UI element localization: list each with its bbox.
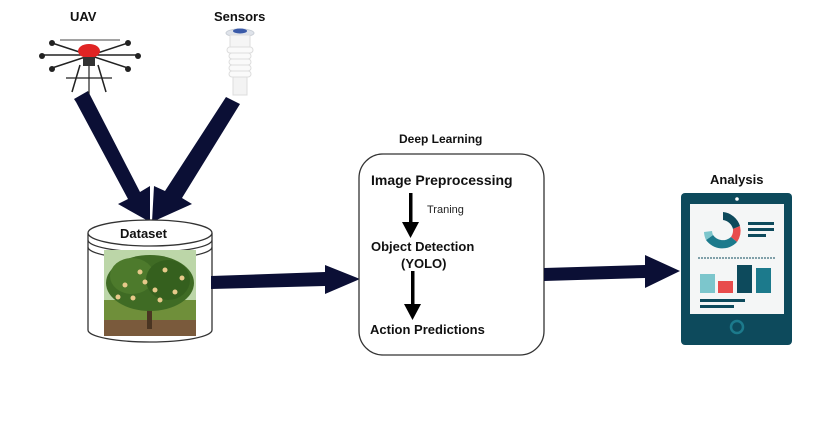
dataset-label: Dataset [120,226,167,241]
step-yolo: (YOLO) [401,256,447,271]
step-action-predictions: Action Predictions [370,322,485,337]
arrow-detection-to-prediction [404,271,421,320]
tree-photo [104,250,196,336]
arrow-uav-to-dataset [74,91,150,222]
arrow-dataset-to-deep-learning [211,265,360,294]
uav-drone-image [39,39,141,94]
uav-label: UAV [70,9,97,24]
home-button-icon [729,319,745,335]
analysis-label: Analysis [710,172,764,187]
sensor-device-image [225,28,255,96]
deep-learning-title: Deep Learning [399,132,483,146]
donut-chart-icon [704,212,741,249]
arrow-sensors-to-dataset [152,97,240,222]
tablet-illustration [681,193,792,345]
bar-chart-icon [700,265,771,293]
training-edge-label: Traning [427,204,464,216]
step-object-detection: Object Detection [371,239,475,254]
arrow-preprocessing-to-detection [402,193,419,238]
arrow-deep-learning-to-analysis [544,255,680,288]
sensors-label: Sensors [214,9,266,24]
step-image-preprocessing: Image Preprocessing [371,172,513,188]
dataset-cylinder [87,219,213,343]
